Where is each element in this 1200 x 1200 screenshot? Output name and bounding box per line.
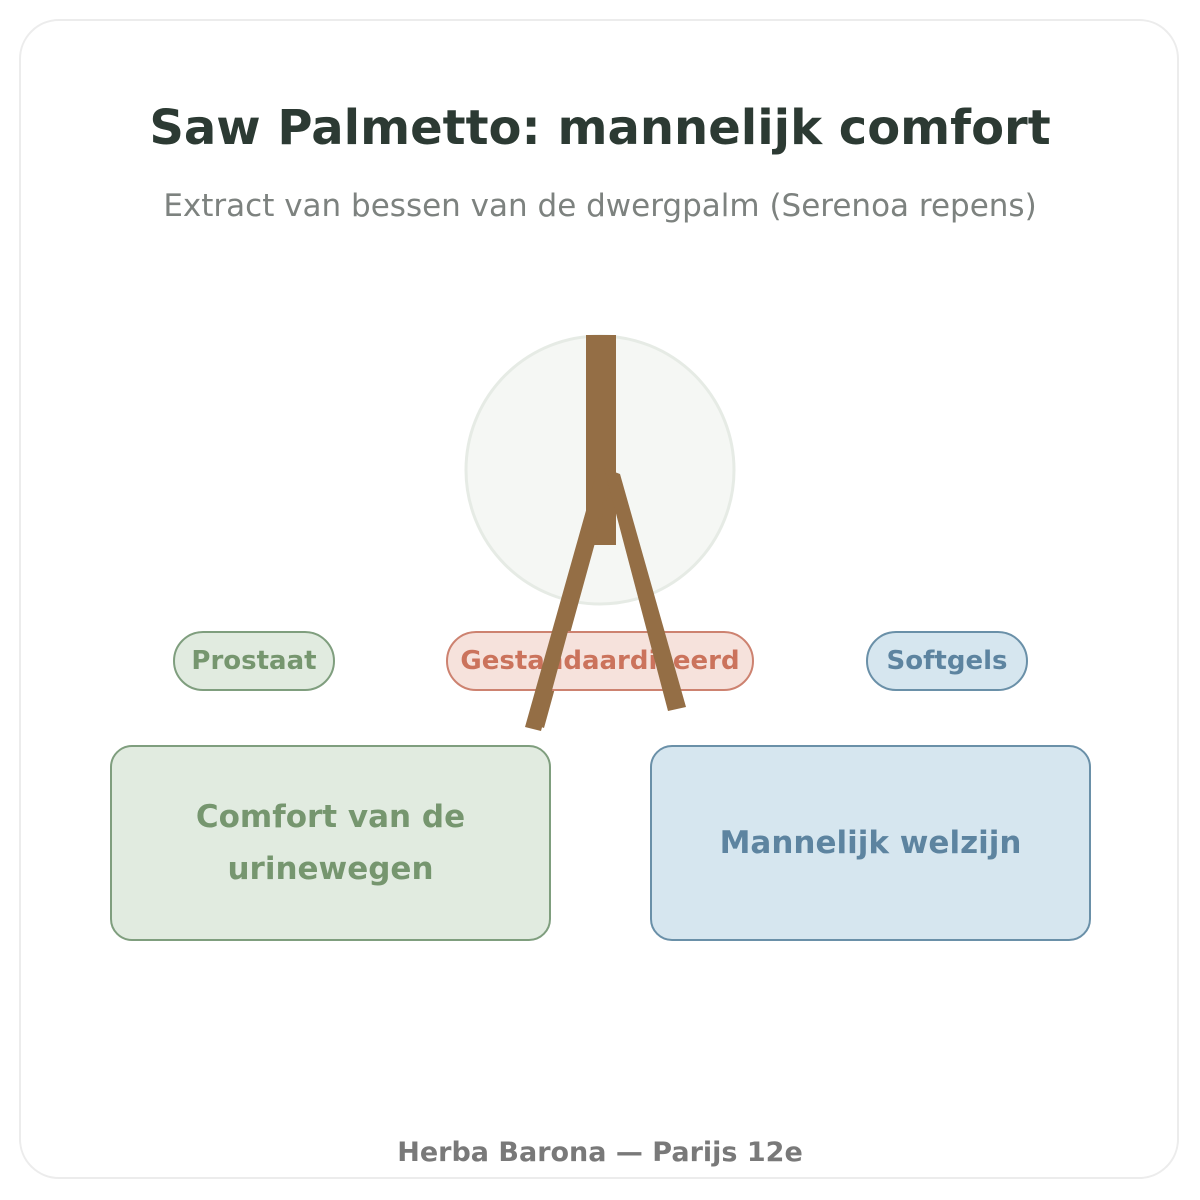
benefit-male-wellbeing: Mannelijk welzijn: [650, 745, 1091, 941]
page-subtitle: Extract van bessen van de dwergpalm (Ser…: [163, 188, 1037, 224]
tag-gestandaardiseerd: Gestandaardiseerd: [446, 631, 754, 691]
page-title: Saw Palmetto: mannelijk comfort: [149, 100, 1051, 156]
benefit-urinary-comfort: Comfort van de urinewegen: [110, 745, 551, 941]
tag-softgels: Softgels: [866, 631, 1028, 691]
footer-brand: Herba Barona — Parijs 12e: [397, 1137, 803, 1168]
tag-prostaat: Prostaat: [173, 631, 335, 691]
